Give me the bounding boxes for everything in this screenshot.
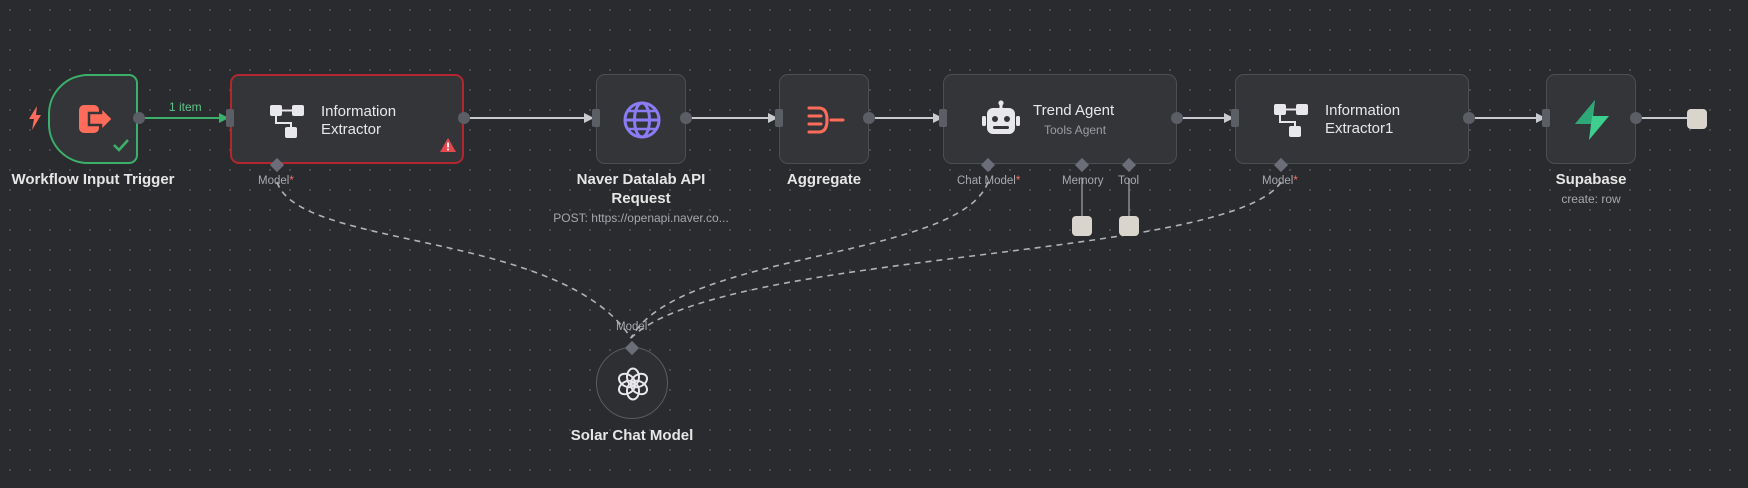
openai-icon [613,364,653,404]
extractor1-input-handle[interactable] [1231,109,1239,127]
naver-subtitle: POST: https://openapi.naver.co... [553,211,729,225]
extractor1-output-handle[interactable] [1463,112,1475,124]
information-extractor1-node[interactable]: Information Extractor1 [1235,74,1469,164]
supabase-label: Supabase [1555,171,1627,188]
agent-input-handle[interactable] [939,109,947,127]
naver-title-line1: Naver Datalab API [576,171,706,188]
extractor-model-label: Model* [258,175,294,187]
extractor-output-handle[interactable] [458,112,470,124]
add-memory-button[interactable] [1072,216,1092,236]
robot-icon [980,99,1022,141]
supabase-bolt-icon [1569,97,1615,143]
sign-out-icon [72,96,118,142]
extractor-title-line1: Information [321,103,397,120]
agent-output-handle[interactable] [1171,112,1183,124]
supabase-subtitle: create: row [1561,192,1621,206]
extractor1-title-line1: Information [1325,102,1401,119]
add-next-node-button[interactable] [1687,109,1707,129]
naver-datalab-node[interactable] [596,74,686,164]
aggregate-label: Aggregate [786,171,862,188]
naver-output-handle[interactable] [680,112,692,124]
information-extractor-node[interactable]: Information Extractor [230,74,464,164]
hierarchy-icon [268,102,308,142]
extractor1-title-line2: Extractor1 [1325,120,1394,137]
warning-icon[interactable] [439,137,457,158]
workflow-input-trigger-node[interactable] [48,74,138,164]
trigger-label: Workflow Input Trigger [11,171,175,188]
agent-tool-label: Tool [1118,175,1140,187]
solar-model-label: Model [616,321,648,333]
add-tool-button[interactable] [1119,216,1139,236]
agent-chat-model-label: Chat Model* [957,175,1021,187]
solar-label: Solar Chat Model [570,427,694,444]
trigger-output-handle[interactable] [133,112,145,124]
aggregate-output-handle[interactable] [863,112,875,124]
solar-chat-model-node[interactable] [596,347,668,419]
agent-memory-label: Memory [1062,175,1104,187]
supabase-node[interactable] [1546,74,1636,164]
aggregate-input-handle[interactable] [775,109,783,127]
aggregate-node[interactable] [779,74,869,164]
naver-title-line2: Request [611,190,671,207]
success-check-icon [112,137,130,158]
supabase-output-handle[interactable] [1630,112,1642,124]
extractor1-model-label: Model* [1262,175,1298,187]
trend-agent-node[interactable]: Trend Agent Tools Agent [943,74,1177,164]
agent-subtitle: Tools Agent [1044,123,1107,137]
hierarchy-icon [1272,101,1312,141]
agent-title: Trend Agent [1033,102,1115,119]
trigger-bolt-icon [28,106,42,135]
aggregate-icon [802,97,848,143]
globe-icon [619,97,665,143]
naver-input-handle[interactable] [592,109,600,127]
extractor-input-handle[interactable] [226,109,234,127]
supabase-input-handle[interactable] [1542,109,1550,127]
extractor-title-line2: Extractor [321,121,382,138]
edge-item-count: 1 item [169,100,202,114]
